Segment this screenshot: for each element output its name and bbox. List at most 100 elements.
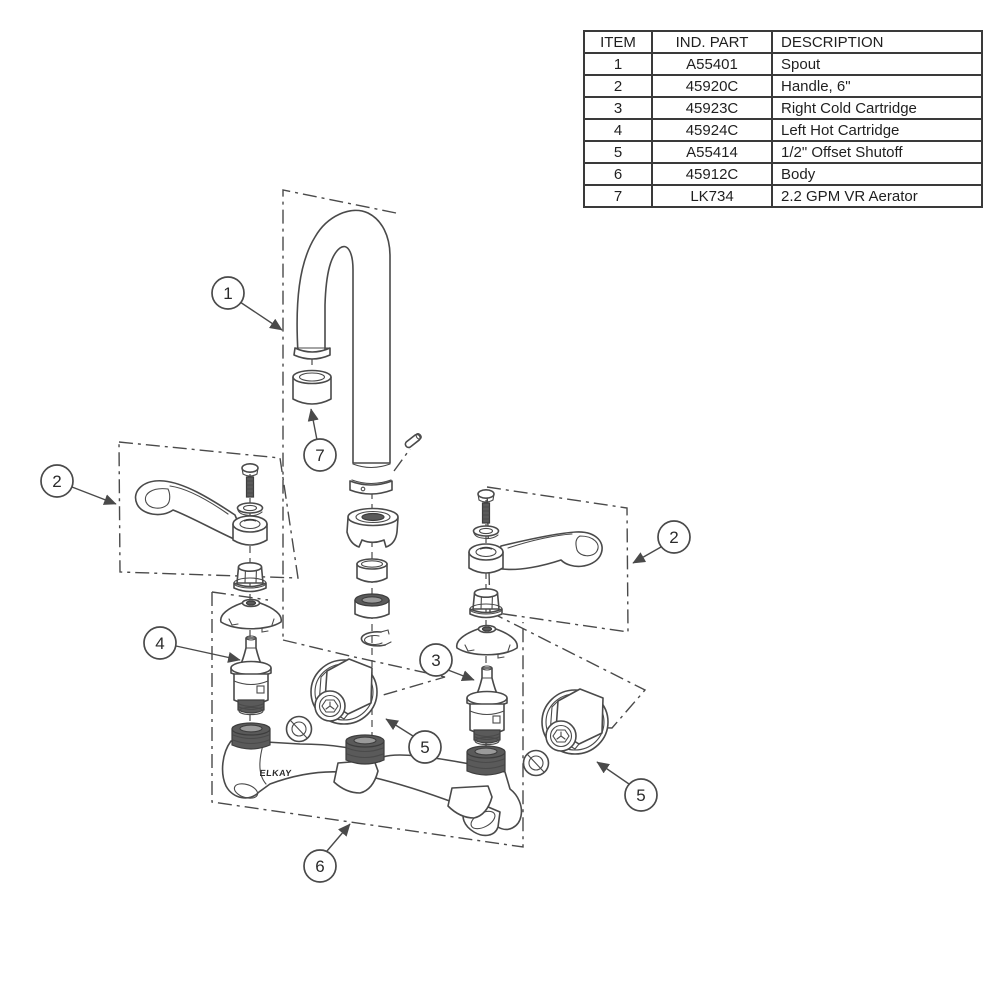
handle-right-assembly bbox=[455, 488, 603, 746]
cell-part: 45920C bbox=[651, 74, 773, 98]
svg-text:4: 4 bbox=[155, 634, 164, 653]
brand-label: ELKAY bbox=[259, 768, 292, 778]
table-row: 5 A55414 1/2" Offset Shutoff bbox=[583, 140, 983, 164]
table-row: 6 45912C Body bbox=[583, 162, 983, 186]
svg-text:2: 2 bbox=[52, 472, 61, 491]
svg-text:2: 2 bbox=[669, 528, 678, 547]
callout-leaders bbox=[71, 301, 662, 852]
callout-body: 6 bbox=[303, 849, 337, 883]
handle-left-assembly bbox=[134, 462, 283, 716]
set-screw bbox=[404, 432, 422, 449]
handle-screw bbox=[477, 488, 495, 524]
cell-item: 1 bbox=[583, 52, 653, 76]
cell-description: Right Cold Cartridge bbox=[771, 96, 983, 120]
callout-badges: 1 2 2 3 4 5 5 bbox=[40, 276, 691, 883]
callout-handle-right: 2 bbox=[657, 520, 691, 554]
gasket-left bbox=[285, 715, 313, 743]
svg-text:3: 3 bbox=[431, 651, 440, 670]
cell-item: 3 bbox=[583, 96, 653, 120]
offset-shutoff-left bbox=[310, 658, 378, 725]
aerator bbox=[292, 369, 332, 405]
table-row: 7 LK734 2.2 GPM VR Aerator bbox=[583, 184, 983, 208]
svg-text:1: 1 bbox=[223, 284, 232, 303]
table-header-row: ITEM IND. PART DESCRIPTION bbox=[583, 30, 983, 54]
offset-shutoff-right bbox=[541, 688, 609, 755]
cell-description: 1/2" Offset Shutoff bbox=[771, 140, 983, 164]
svg-text:6: 6 bbox=[315, 857, 324, 876]
cell-item: 4 bbox=[583, 118, 653, 142]
cell-part: 45912C bbox=[651, 162, 773, 186]
spout-boundary bbox=[282, 189, 397, 640]
bonnet-nut bbox=[233, 561, 267, 593]
handle-washer bbox=[236, 502, 264, 517]
cell-part: A55401 bbox=[651, 52, 773, 76]
cell-item: 5 bbox=[583, 140, 653, 164]
cell-description: Left Hot Cartridge bbox=[771, 118, 983, 142]
handle-left-boundary bbox=[118, 441, 299, 579]
callout-spout-leader bbox=[239, 301, 283, 331]
spout-bearing-ring bbox=[354, 593, 390, 619]
spout-swivel-nut bbox=[346, 507, 399, 548]
parts-table: ITEM IND. PART DESCRIPTION 1 A55401 Spou… bbox=[583, 30, 983, 208]
cartridge-left-hot bbox=[230, 635, 272, 716]
svg-text:7: 7 bbox=[315, 446, 324, 465]
callout-handle-left: 2 bbox=[40, 464, 74, 498]
handle-lever bbox=[468, 531, 603, 574]
body-inlet-left bbox=[231, 722, 271, 750]
header-ind-part: IND. PART bbox=[651, 30, 773, 54]
body-manifold: ELKAY bbox=[221, 722, 523, 837]
gasket-right bbox=[522, 749, 550, 777]
spout bbox=[293, 209, 393, 495]
handle-washer bbox=[472, 525, 500, 540]
setscrew-centerline bbox=[393, 448, 411, 472]
cell-description: Body bbox=[771, 162, 983, 186]
callout-left-cartridge-leader bbox=[175, 645, 241, 663]
dome-cap bbox=[219, 598, 283, 633]
handle-right-boundary bbox=[486, 486, 629, 633]
table-row: 4 45924C Left Hot Cartridge bbox=[583, 118, 983, 142]
shutoff-left-centerline bbox=[282, 639, 446, 696]
cell-item: 7 bbox=[583, 184, 653, 208]
callout-body-leader bbox=[326, 823, 351, 852]
callout-aerator: 7 bbox=[303, 438, 337, 472]
bonnet-nut bbox=[469, 587, 503, 619]
snap-ring bbox=[360, 629, 392, 647]
cell-part: LK734 bbox=[651, 184, 773, 208]
table-row: 3 45923C Right Cold Cartridge bbox=[583, 96, 983, 120]
header-item: ITEM bbox=[583, 30, 653, 54]
cell-item: 2 bbox=[583, 74, 653, 98]
body-boundary-top bbox=[211, 591, 269, 601]
callout-handle-right-leader bbox=[632, 546, 662, 564]
shutoff-right-centerline bbox=[489, 611, 647, 729]
callout-handle-left-leader bbox=[71, 486, 117, 505]
body-inlet-center bbox=[345, 734, 385, 765]
phantom-boundaries bbox=[118, 189, 647, 848]
callout-aerator-leader bbox=[307, 408, 319, 441]
callout-right-cold-cartridge: 3 bbox=[419, 643, 453, 677]
cell-description: 2.2 GPM VR Aerator bbox=[771, 184, 983, 208]
handle-screw bbox=[241, 462, 259, 498]
handle-lever bbox=[134, 480, 268, 546]
callout-shutoff-center: 5 bbox=[408, 730, 442, 764]
spout-spacer-ring bbox=[356, 558, 388, 583]
cell-part: A55414 bbox=[651, 140, 773, 164]
header-description: DESCRIPTION bbox=[771, 30, 983, 54]
callout-shutoff-center-leader bbox=[385, 718, 414, 737]
callout-shutoff-right: 5 bbox=[624, 778, 658, 812]
callout-left-hot-cartridge: 4 bbox=[143, 626, 177, 660]
cell-part: 45923C bbox=[651, 96, 773, 120]
callout-shutoff-right-leader bbox=[596, 761, 630, 785]
svg-text:5: 5 bbox=[420, 738, 429, 757]
cartridge-right-cold bbox=[466, 665, 508, 746]
cell-part: 45924C bbox=[651, 118, 773, 142]
body-inlet-right bbox=[466, 745, 506, 776]
svg-text:5: 5 bbox=[636, 786, 645, 805]
cell-item: 6 bbox=[583, 162, 653, 186]
table-row: 2 45920C Handle, 6" bbox=[583, 74, 983, 98]
cell-description: Handle, 6" bbox=[771, 74, 983, 98]
table-row: 1 A55401 Spout bbox=[583, 52, 983, 76]
callout-right-cartridge-leader bbox=[447, 669, 475, 681]
dome-cap bbox=[455, 624, 519, 659]
